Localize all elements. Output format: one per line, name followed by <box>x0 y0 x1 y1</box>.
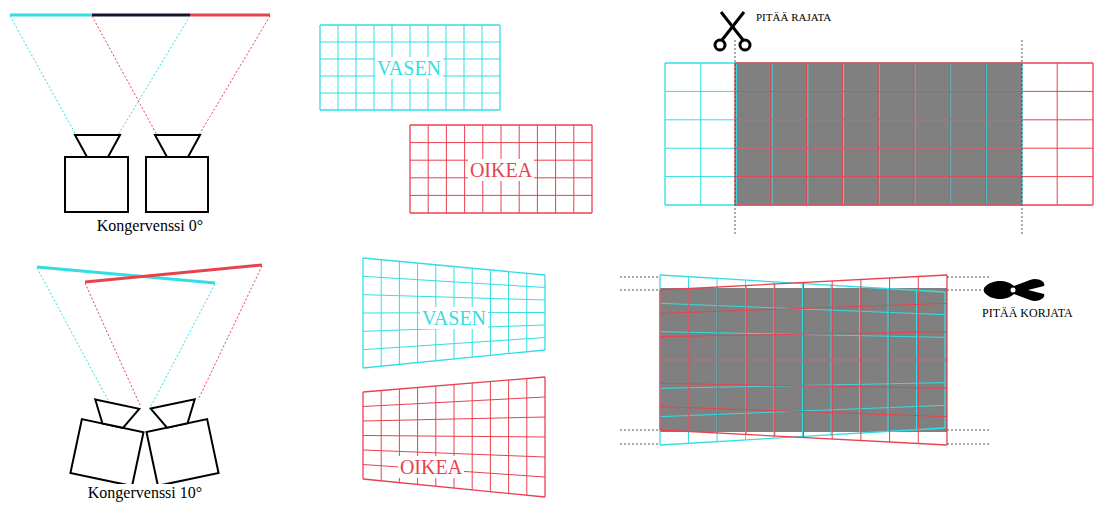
grid-line <box>660 275 947 290</box>
grid-line <box>363 417 545 421</box>
grid-line <box>735 91 1093 92</box>
camera-setup-0 <box>10 15 270 212</box>
grid-line <box>363 377 545 392</box>
grid-line <box>986 63 987 205</box>
grid-line <box>446 25 447 110</box>
caption-label: Kongervenssi 0° <box>97 217 203 235</box>
grid-line <box>320 24 500 25</box>
image-grid: VASEN <box>361 256 549 371</box>
grid-line <box>735 176 1093 177</box>
grid-line <box>428 125 429 213</box>
grid-line <box>950 63 951 205</box>
grid-line <box>446 125 447 213</box>
grid-label: OIKEA <box>468 159 534 181</box>
grid-line <box>914 63 915 205</box>
grid-line <box>482 25 483 110</box>
grid-line <box>320 42 500 43</box>
grid-line <box>464 125 465 213</box>
grid-line <box>735 62 1093 63</box>
grid-line <box>410 142 592 143</box>
grid-line <box>537 125 538 213</box>
grid-line <box>410 124 592 125</box>
grid-line <box>660 383 947 388</box>
grid-line <box>1092 63 1093 205</box>
grid-line <box>338 25 339 110</box>
grid-line <box>363 436 545 438</box>
grid-line <box>700 63 701 205</box>
grid-line <box>806 63 807 205</box>
grid-line <box>949 63 950 205</box>
grid-line <box>660 430 947 445</box>
grid-line <box>363 258 545 275</box>
grid-label: OIKEA <box>398 456 464 478</box>
grid-line <box>736 63 737 205</box>
image-grid: VASEN <box>318 23 504 113</box>
grid-line <box>664 63 665 205</box>
grid-line <box>660 303 947 313</box>
grid-line <box>363 295 545 300</box>
grid-line <box>807 63 808 205</box>
grid-line <box>573 125 574 213</box>
grid-line <box>735 148 1093 149</box>
grid-line <box>363 338 545 350</box>
grid-line <box>842 63 843 205</box>
grid-outline <box>361 375 549 500</box>
camera-setup-10 <box>37 265 262 486</box>
grid-line <box>591 125 592 213</box>
clamp-icon <box>984 279 1044 301</box>
note-label: PITÄÄ KORJATA <box>982 306 1073 321</box>
image-grid: OIKEA <box>361 375 549 500</box>
grid-label: VASEN <box>375 57 443 79</box>
guide-lines <box>620 277 990 444</box>
grid-line <box>410 212 592 213</box>
image-grid: OIKEA <box>408 123 596 216</box>
grid-line <box>770 63 771 205</box>
scissors-icon <box>715 12 750 50</box>
grid-line <box>555 125 556 213</box>
grid-line <box>879 63 880 205</box>
grid-line <box>735 119 1093 120</box>
grid-line <box>660 360 947 361</box>
grid-lines <box>665 63 1093 205</box>
grid-line <box>1057 63 1058 205</box>
grid-line <box>878 63 879 205</box>
grid-line <box>320 93 500 94</box>
grid-line <box>363 397 545 407</box>
grid-line <box>363 276 545 287</box>
grid-label: VASEN <box>420 307 488 329</box>
grid-line <box>356 25 357 110</box>
grid-line <box>319 25 320 110</box>
grid-line <box>410 195 592 196</box>
grid-line <box>772 63 773 205</box>
grid-line <box>320 109 500 110</box>
grid-lines <box>660 275 947 445</box>
caption-label: Kongervenssi 10° <box>88 484 202 502</box>
grid-line <box>985 63 986 205</box>
grid-line <box>499 25 500 110</box>
grid-line <box>363 479 545 497</box>
grid-line <box>735 204 1093 205</box>
grid-line <box>660 332 947 337</box>
grid-line <box>363 350 545 368</box>
grid-line <box>464 25 465 110</box>
note-label: PITÄÄ RAJATA <box>756 11 831 23</box>
grid-line <box>914 63 915 205</box>
grid-line <box>843 63 844 205</box>
overlap-area <box>735 63 1022 205</box>
grid-line <box>660 407 947 417</box>
grid-line <box>409 125 410 213</box>
